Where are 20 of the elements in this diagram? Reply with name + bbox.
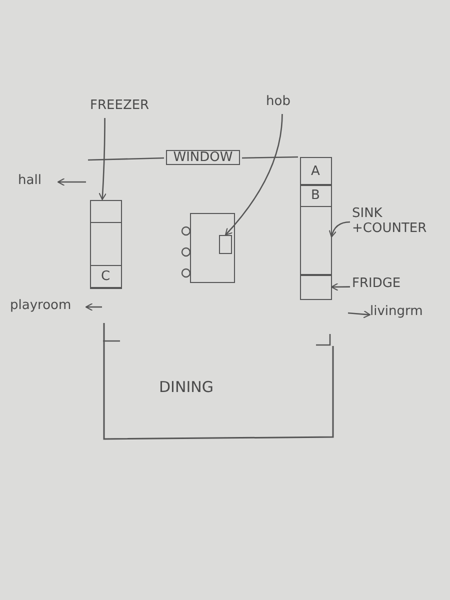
appliance-label: FRIDGE xyxy=(352,276,416,294)
cabinet-section: C xyxy=(90,264,122,288)
appliance-label: FREEZER xyxy=(90,98,164,116)
direction-arrow xyxy=(348,310,371,318)
counter-unit xyxy=(90,200,122,288)
leader-line xyxy=(329,221,350,238)
kitchen-island xyxy=(190,213,235,283)
room-label: playroom xyxy=(10,298,86,316)
leader-line xyxy=(98,118,107,200)
leader-line xyxy=(330,282,350,291)
appliance-label: hob xyxy=(266,94,302,112)
leader-line xyxy=(224,114,283,236)
window-box: WINDOW xyxy=(166,150,240,165)
appliance-label: SINK +COUNTER xyxy=(352,206,434,238)
direction-arrow xyxy=(57,178,86,186)
room-label: livingrm xyxy=(370,304,446,322)
direction-arrow xyxy=(85,302,102,312)
room-label: DINING xyxy=(159,380,214,395)
room-label: hall xyxy=(18,173,58,191)
hob-rectangle xyxy=(219,235,232,254)
